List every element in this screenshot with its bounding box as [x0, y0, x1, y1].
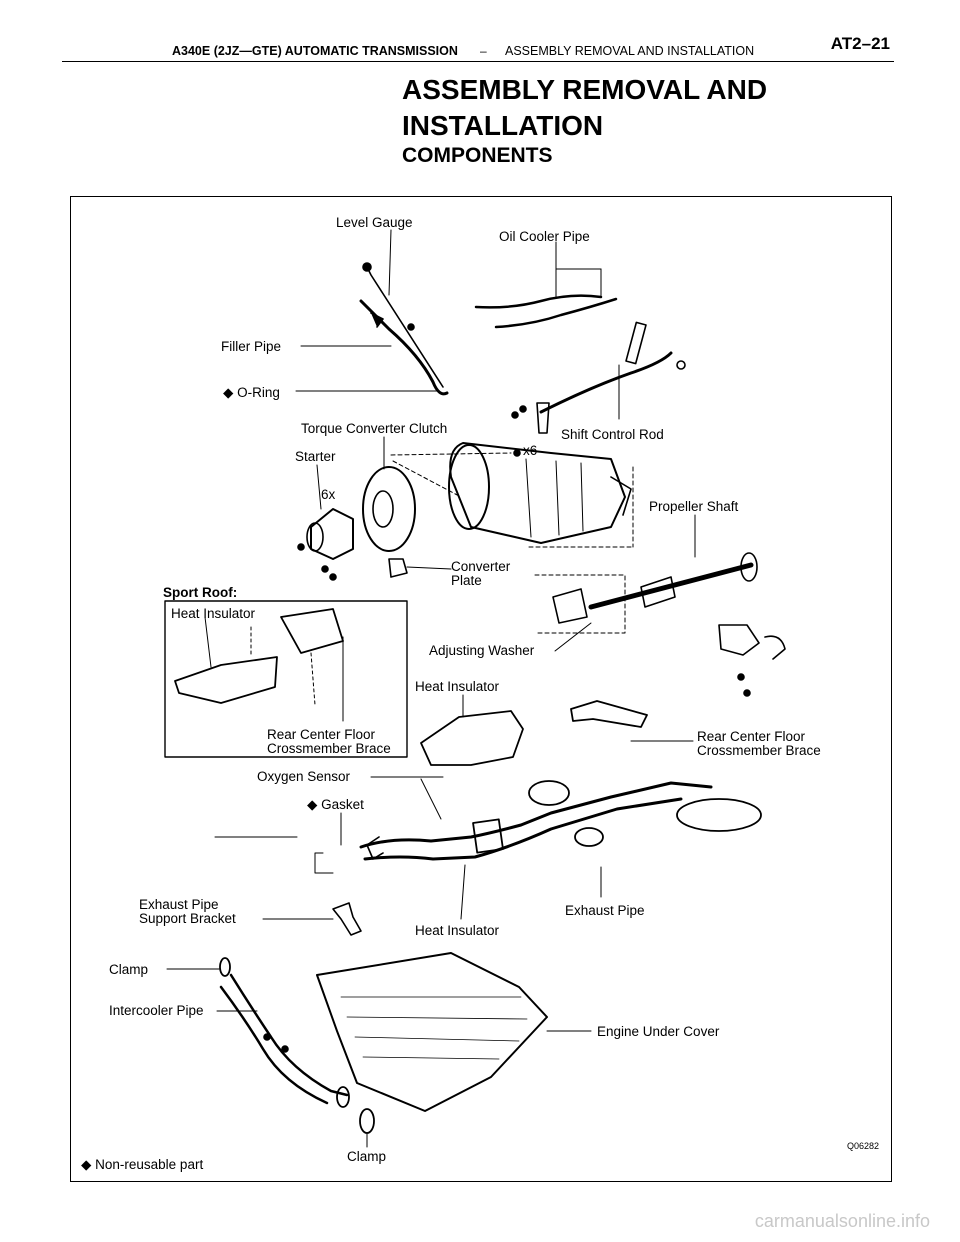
label-gasket: ◆ Gasket — [307, 797, 364, 812]
adjusting-washer-leader — [554, 622, 592, 652]
label-exhaust-pipe: Exhaust Pipe — [565, 903, 645, 918]
label-rcfcb-2: Crossmember Brace — [697, 743, 821, 758]
label-propeller-shaft: Propeller Shaft — [649, 499, 739, 514]
converter-plate-part — [388, 558, 452, 578]
page-number: AT2–21 — [830, 34, 890, 53]
label-rcfcb-sport-1: Rear Center Floor — [267, 727, 376, 742]
label-shift-control-rod: Shift Control Rod — [561, 427, 664, 442]
label-rcfcb-sport-2: Crossmember Brace — [267, 741, 391, 756]
exhaust-pipe-part — [214, 776, 762, 920]
label-heat-insulator-exhaust: Heat Insulator — [415, 923, 500, 938]
page-header: A340E (2JZ—GTE) AUTOMATIC TRANSMISSION –… — [62, 24, 894, 62]
label-clamp-bottom: Clamp — [347, 1149, 387, 1164]
exploded-diagram — [164, 229, 786, 1148]
engine-under-cover-part — [316, 952, 592, 1112]
label-exhaust-bracket-2: Support Bracket — [139, 911, 236, 926]
label-x6: x6 — [523, 443, 538, 458]
section-subtitle: COMPONENTS — [402, 144, 553, 167]
rear-crossmember-part — [570, 700, 694, 742]
oil-cooler-pipe-part — [474, 241, 618, 329]
manual-title: A340E (2JZ—GTE) AUTOMATIC TRANSMISSION — [172, 44, 458, 58]
shift-control-rod-part — [511, 321, 686, 434]
exhaust-bracket-part — [262, 902, 362, 936]
label-6x: 6x — [321, 487, 336, 502]
footer-watermark[interactable]: carmanualsonline.info — [754, 1211, 930, 1231]
label-converter-plate-1: Converter — [451, 559, 511, 574]
transmission-case-part — [390, 442, 632, 544]
non-reusable-note: ◆ Non-reusable part — [81, 1157, 204, 1172]
intercooler-pipe-part — [166, 957, 375, 1148]
label-oil-cooler-pipe: Oil Cooler Pipe — [499, 229, 590, 244]
heat-insulator-part — [420, 694, 524, 766]
label-engine-under-cover: Engine Under Cover — [597, 1024, 720, 1039]
label-heat-insulator-mid: Heat Insulator — [415, 679, 500, 694]
section-title: ASSEMBLY REMOVAL AND INSTALLATION — [505, 44, 755, 58]
label-converter-plate-2: Plate — [451, 573, 482, 588]
label-clamp-top: Clamp — [109, 962, 149, 977]
label-torque-converter-clutch: Torque Converter Clutch — [301, 421, 448, 436]
label-adjusting-washer: Adjusting Washer — [429, 643, 535, 658]
header-separator: – — [480, 44, 487, 58]
components-figure: Level Gauge Oil Cooler Pipe Filler Pipe … — [70, 196, 892, 1182]
label-starter: Starter — [295, 449, 336, 464]
label-intercooler-pipe: Intercooler Pipe — [109, 1003, 204, 1018]
label-exhaust-bracket-1: Exhaust Pipe — [139, 897, 219, 912]
level-gauge-part — [362, 229, 444, 388]
page-title-line1: ASSEMBLY REMOVAL AND — [402, 74, 768, 105]
label-o-ring: ◆ O-Ring — [223, 385, 280, 400]
label-sport-roof: Sport Roof: — [163, 585, 238, 600]
label-level-gauge: Level Gauge — [336, 215, 413, 230]
starter-part — [297, 464, 354, 581]
label-rcfcb-1: Rear Center Floor — [697, 729, 806, 744]
label-filler-pipe: Filler Pipe — [221, 339, 282, 354]
figure-code: Q06282 — [846, 1141, 879, 1151]
label-oxygen-sensor: Oxygen Sensor — [257, 769, 351, 784]
torque-converter-part — [362, 436, 416, 552]
filler-pipe-part — [295, 299, 449, 396]
label-heat-insulator-sport: Heat Insulator — [171, 606, 256, 621]
rear-diff-part — [718, 624, 786, 697]
header-rule — [62, 61, 894, 62]
sport-roof-box — [164, 600, 408, 758]
page-title-line2: INSTALLATION — [402, 110, 604, 141]
propeller-shaft-part — [528, 466, 758, 634]
page-title: ASSEMBLY REMOVAL AND INSTALLATION — [402, 72, 767, 144]
